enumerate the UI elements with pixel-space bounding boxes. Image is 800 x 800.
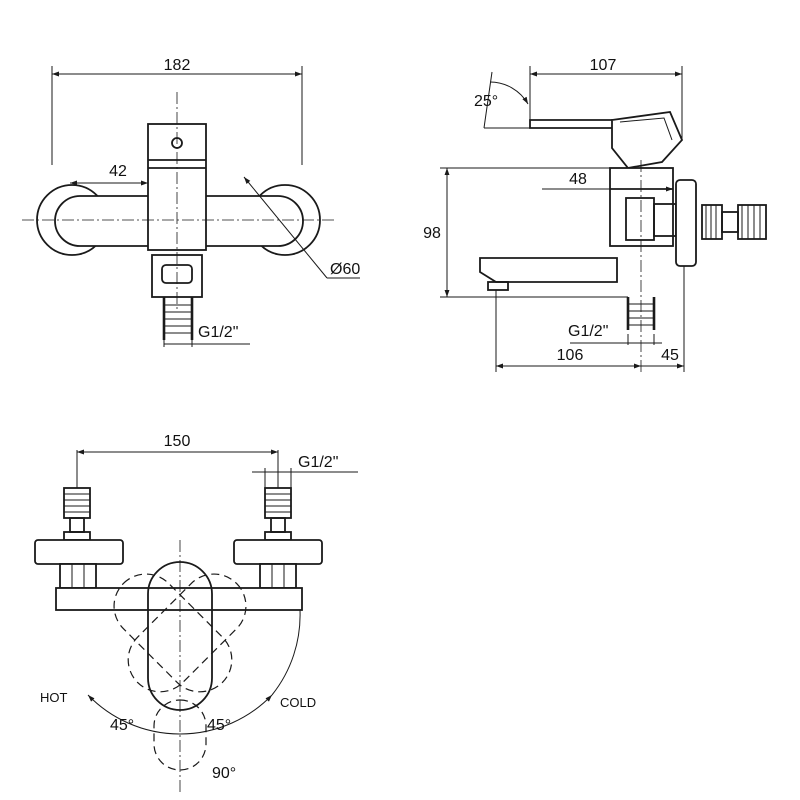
lever-handle <box>529 119 623 129</box>
label-hot: HOT <box>40 690 68 705</box>
handle-hot-position <box>113 573 233 693</box>
spout <box>479 257 618 283</box>
dim-spout-106: 106 <box>557 347 584 364</box>
inlet-connector <box>701 204 723 240</box>
top-body-bar <box>55 587 303 611</box>
front-view: 182 42 Ø60 G1/2" <box>22 57 360 347</box>
right-flange <box>233 539 323 565</box>
dim-angle-left-45: 45° <box>110 717 134 734</box>
side-view: 25° 107 48 98 G1/2" 106 45 <box>423 57 767 372</box>
dim-diameter-60: Ø60 <box>330 261 360 278</box>
top-view: 150 G1/2" HOT COLD 45° 45° 90° <box>34 433 358 795</box>
dim-thread-front: G1/2" <box>198 324 238 341</box>
dim-height-98: 98 <box>423 225 441 242</box>
right-nut <box>259 563 297 589</box>
label-cold: COLD <box>280 695 316 710</box>
left-nut <box>59 563 97 589</box>
wall-flange <box>675 179 697 267</box>
dim-thread-top: G1/2" <box>298 454 338 471</box>
dim-width-182: 182 <box>164 57 191 74</box>
handle-cold-position <box>127 573 247 693</box>
dim-mid-length-48: 48 <box>569 171 587 188</box>
dim-thread-side: G1/2" <box>568 323 608 340</box>
dim-offset-42: 42 <box>109 163 127 180</box>
left-inlet-connector <box>63 487 91 541</box>
dim-top-length-107: 107 <box>590 57 617 74</box>
lever-cap <box>611 111 684 169</box>
side-body <box>609 167 674 247</box>
dim-angle-right-45: 45° <box>207 717 231 734</box>
right-inlet-connector <box>264 487 292 541</box>
left-flange <box>34 539 124 565</box>
dim-spacing-150: 150 <box>164 433 191 450</box>
dim-angle-total-90: 90° <box>212 765 236 782</box>
dim-angle-25: 25° <box>474 93 498 110</box>
dim-depth-45: 45 <box>661 347 679 364</box>
